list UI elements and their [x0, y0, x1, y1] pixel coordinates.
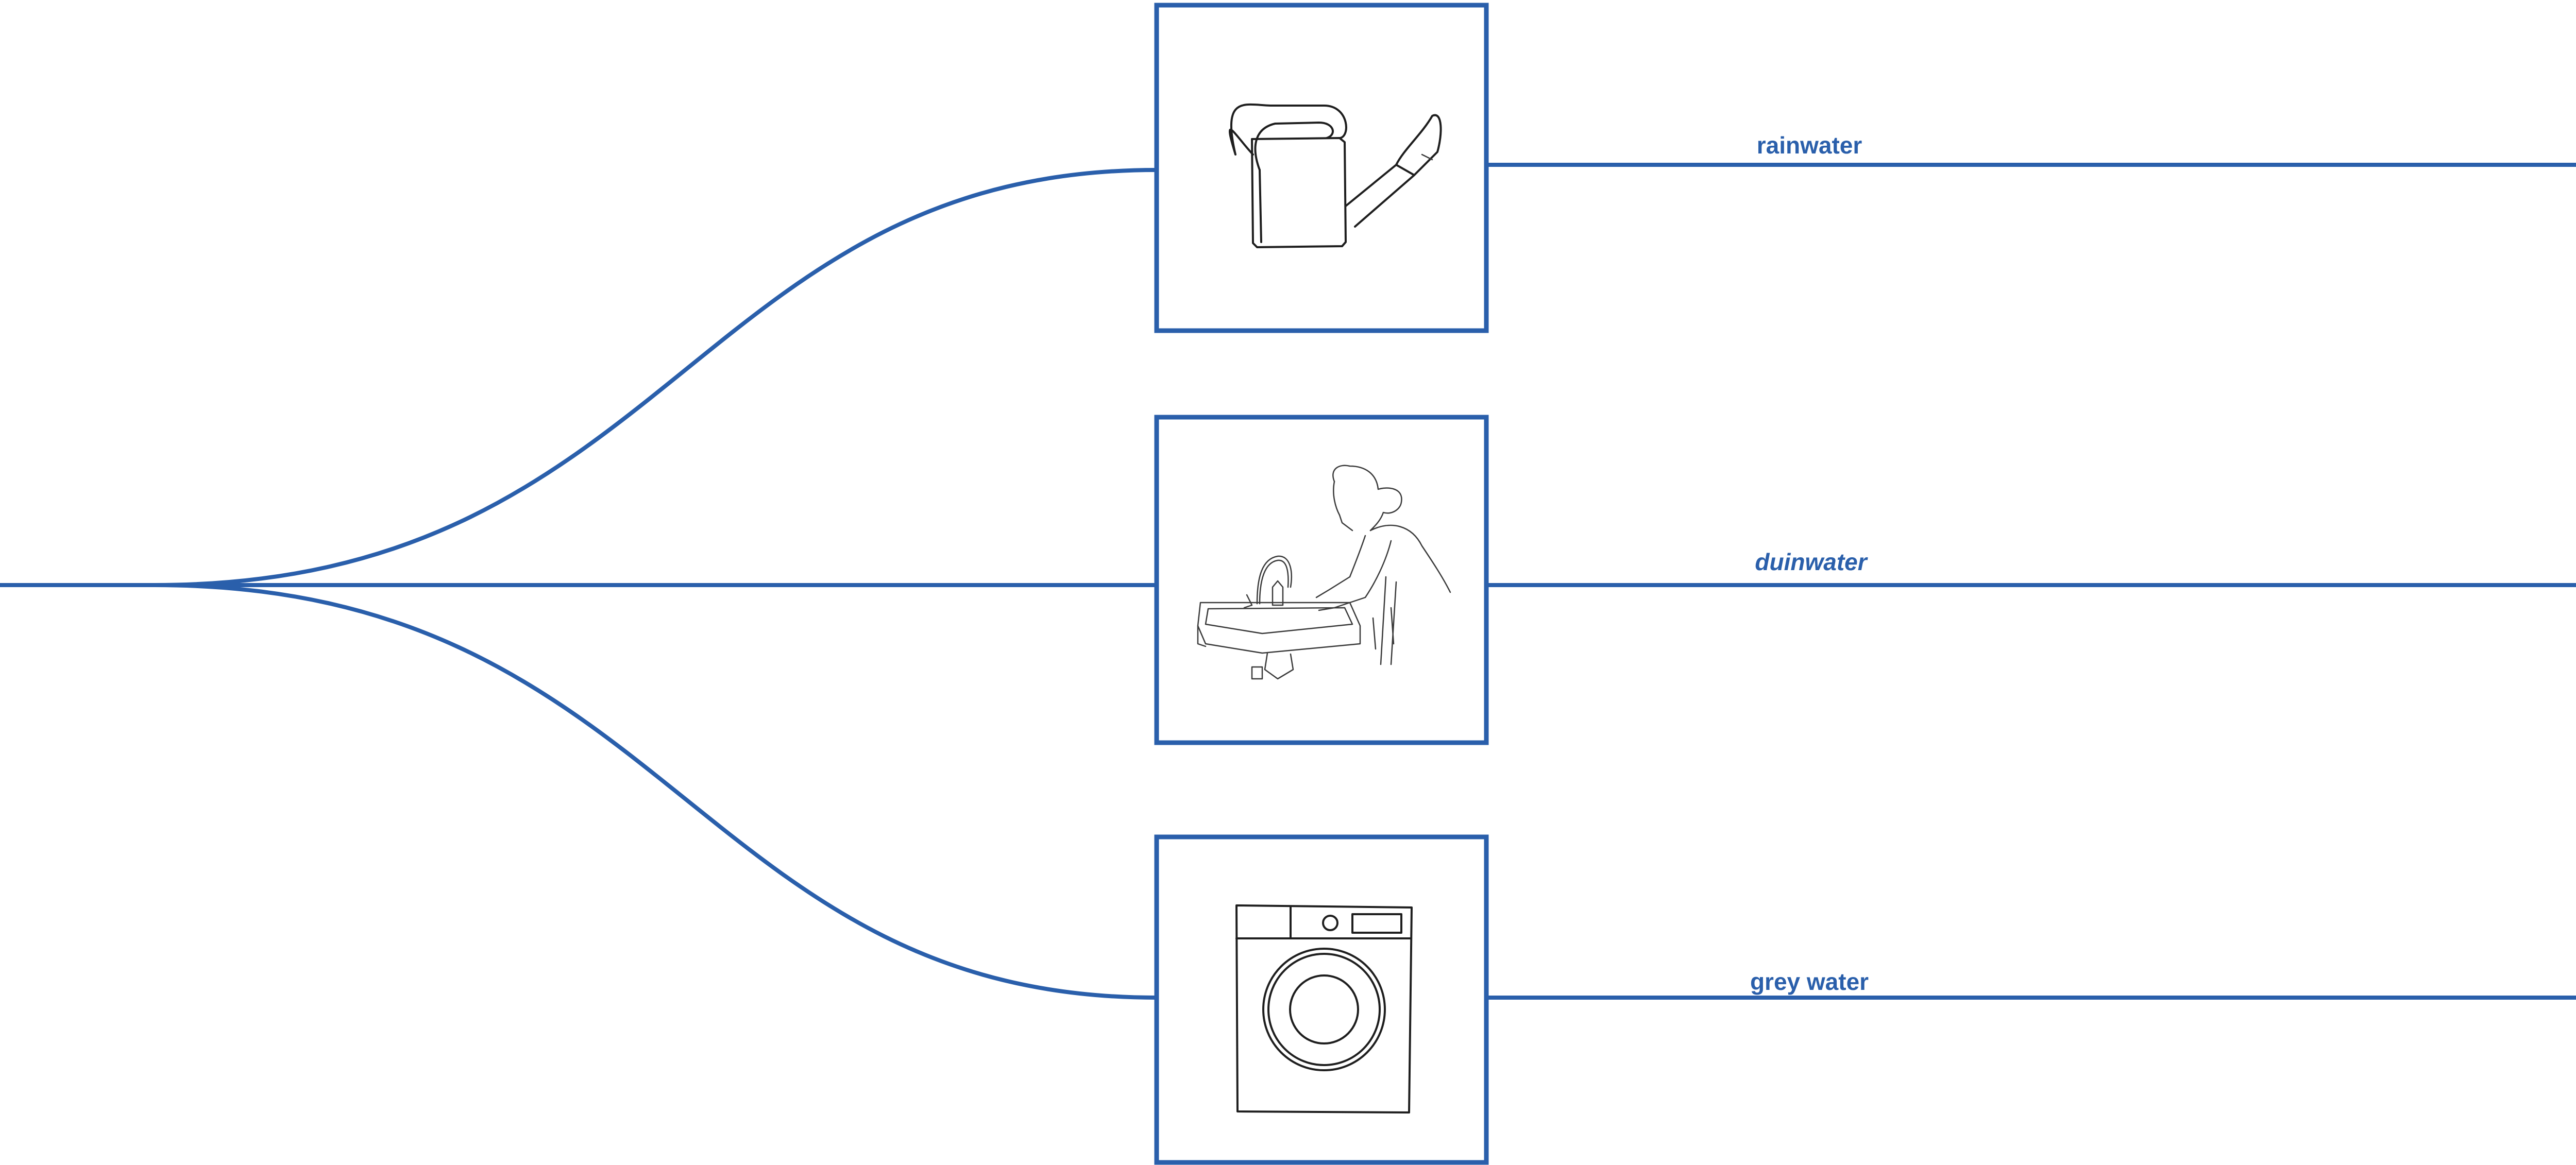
- node-frame-grey-water: [1157, 837, 1486, 1162]
- branch-curve-grey-water: [155, 585, 1157, 998]
- label-rainwater: rainwater: [1757, 132, 1862, 159]
- node-frame-rainwater: [1157, 5, 1486, 331]
- label-duinwater: duinwater: [1755, 549, 1868, 575]
- node-rainwater: [1157, 5, 1486, 331]
- branch-curve-rainwater: [155, 170, 1157, 585]
- label-grey-water: grey water: [1750, 968, 1869, 995]
- node-grey-water: [1157, 837, 1486, 1162]
- node-duinwater: [1157, 417, 1486, 743]
- node-frame-duinwater: [1157, 417, 1486, 743]
